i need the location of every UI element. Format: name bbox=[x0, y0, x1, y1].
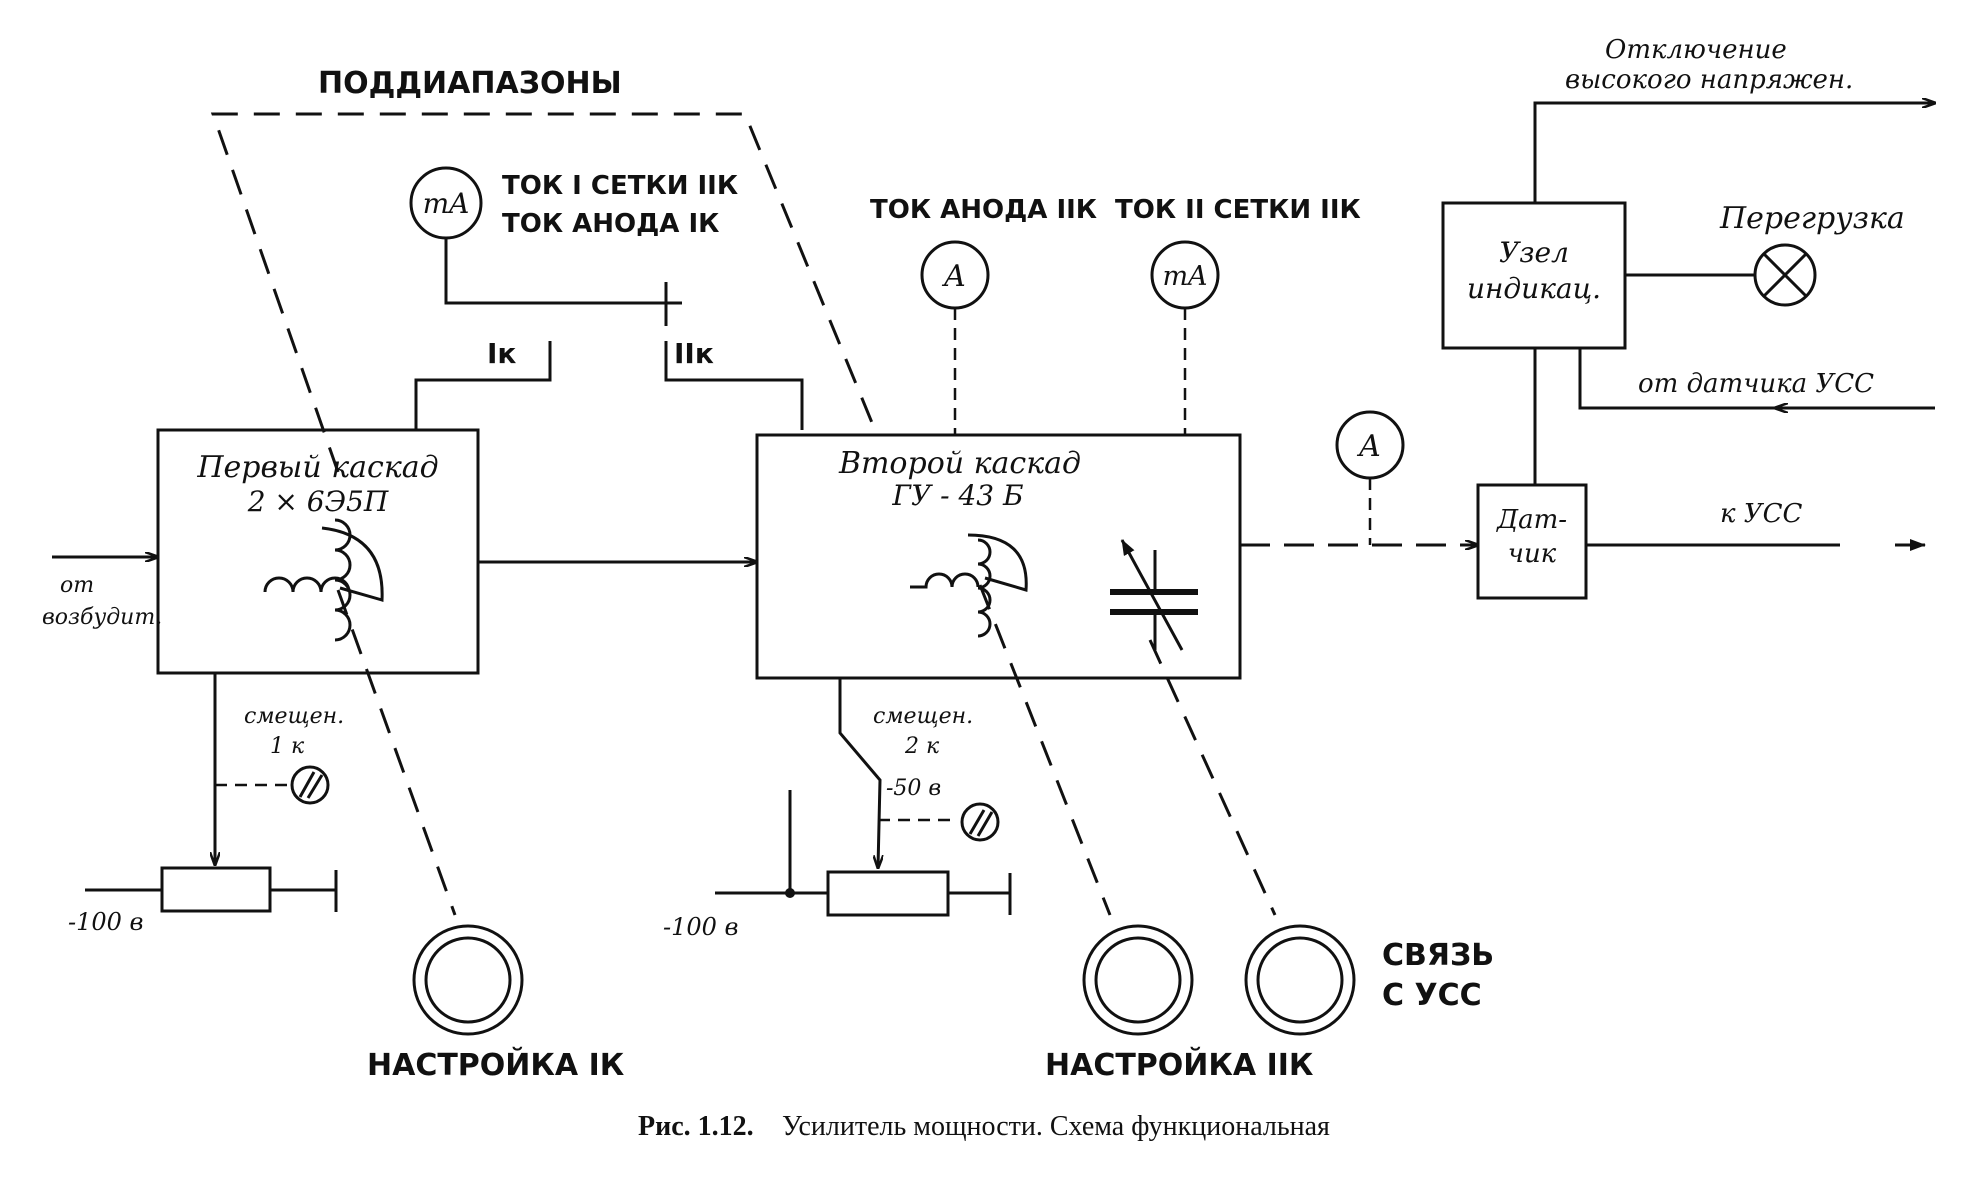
first-stage-tubes: 2 × 6Э5П bbox=[247, 485, 389, 518]
first-stage-title: Первый каскад bbox=[196, 450, 438, 485]
meter-grid1-label: ТОК I СЕТКИ IIК bbox=[502, 171, 738, 201]
subranges-dashed-link bbox=[210, 112, 877, 473]
variable-capacitor-icon bbox=[1110, 539, 1198, 651]
indicator-label-1: Узел bbox=[1499, 236, 1569, 269]
first-stage-block: Первый каскад 2 × 6Э5П bbox=[156, 428, 480, 675]
second-stage-block: Второй каскад ГУ - 43 Б bbox=[755, 433, 1242, 680]
minus50-label: -50 в bbox=[886, 776, 941, 801]
second-stage-tube: ГУ - 43 Б bbox=[891, 479, 1023, 512]
meter-ma-label: mA bbox=[423, 187, 470, 220]
tuning-1k-label: НАСТРОЙКА IК bbox=[367, 1047, 625, 1083]
meter-a-output: A bbox=[1335, 410, 1405, 545]
tuning-2k-knob[interactable] bbox=[1082, 924, 1194, 1036]
bias-1k-circuit bbox=[85, 673, 338, 913]
tuning-2k-label: НАСТРОЙКА IIК bbox=[1045, 1047, 1314, 1083]
tuning-2k-link bbox=[978, 584, 1112, 916]
bias-1k-label-1: смещен. bbox=[244, 704, 344, 729]
second-stage-coil-icon bbox=[910, 533, 1028, 638]
meter-anode2-label: ТОК АНОДА IIК bbox=[870, 195, 1097, 225]
bias-2k-label-1: смещен. bbox=[873, 704, 973, 729]
coupling-label-2: С УСС bbox=[1382, 978, 1482, 1013]
minus100-right-label: -100 в bbox=[663, 913, 739, 941]
disconnect-hv-label-2: высокого напряжен. bbox=[1565, 65, 1853, 95]
to-usc-label: к УСС bbox=[1720, 499, 1802, 529]
from-sensor-line bbox=[1578, 348, 1935, 410]
first-stage-coil-icon bbox=[263, 518, 384, 642]
second-stage-title: Второй каскад bbox=[838, 446, 1081, 481]
bias-1k-label-2: 1 к bbox=[270, 734, 305, 759]
meter-anode1-label: ТОК АНОДА IК bbox=[502, 209, 719, 239]
coupling-link bbox=[1148, 639, 1277, 916]
tuning-1k-knob[interactable] bbox=[412, 924, 524, 1036]
disconnect-hv-arrow bbox=[1533, 103, 1935, 203]
tuning-1k-link bbox=[336, 589, 457, 916]
indicator-block: Узел индикац. bbox=[1441, 201, 1627, 350]
sensor-label-2: чик bbox=[1508, 539, 1557, 569]
bias-2k-label-2: 2 к bbox=[904, 734, 940, 759]
switch-1k-label: Iк bbox=[487, 337, 516, 370]
figure-caption: Рис. 1.12. Усилитель мощности. Схема фун… bbox=[638, 1111, 1330, 1142]
meter-a-label: A bbox=[941, 259, 966, 294]
sensor-block: Дат- чик bbox=[1476, 483, 1588, 600]
meter-ma-grid1-anode1: mA bbox=[409, 166, 483, 240]
from-exciter-label-1: от bbox=[60, 573, 94, 598]
indicator-label-2: индикац. bbox=[1467, 272, 1601, 305]
meter-grid2-label: ТОК II СЕТКИ IIК bbox=[1115, 195, 1361, 225]
meter-a-anode2: A bbox=[920, 240, 990, 435]
meter-switch-wiring bbox=[414, 238, 804, 430]
minus100-left-label: -100 в bbox=[68, 908, 144, 936]
overload-label: Перегрузка bbox=[1719, 201, 1905, 236]
overload-lamp-icon bbox=[1753, 243, 1817, 307]
caption-text: Усилитель мощности. Схема функциональная bbox=[782, 1111, 1330, 1142]
coupling-label-1: СВЯЗЬ bbox=[1382, 938, 1494, 973]
meter-a-output-label: A bbox=[1356, 429, 1381, 464]
coupling-knob[interactable] bbox=[1244, 924, 1356, 1036]
sensor-label-1: Дат- bbox=[1496, 505, 1567, 535]
meter-ma2-label: mA bbox=[1162, 261, 1207, 292]
caption-prefix: Рис. 1.12. bbox=[638, 1111, 754, 1142]
subranges-label: ПОДДИАПАЗОНЫ bbox=[318, 66, 622, 101]
from-exciter-label-2: возбудит. bbox=[42, 605, 162, 630]
switch-2k-label: IIк bbox=[674, 337, 714, 370]
meter-ma-grid2: mA bbox=[1150, 240, 1220, 435]
bias-2k-circuit bbox=[715, 678, 1012, 917]
from-sensor-label: от датчика УСС bbox=[1638, 369, 1874, 399]
disconnect-hv-label-1: Отключение bbox=[1605, 35, 1787, 65]
